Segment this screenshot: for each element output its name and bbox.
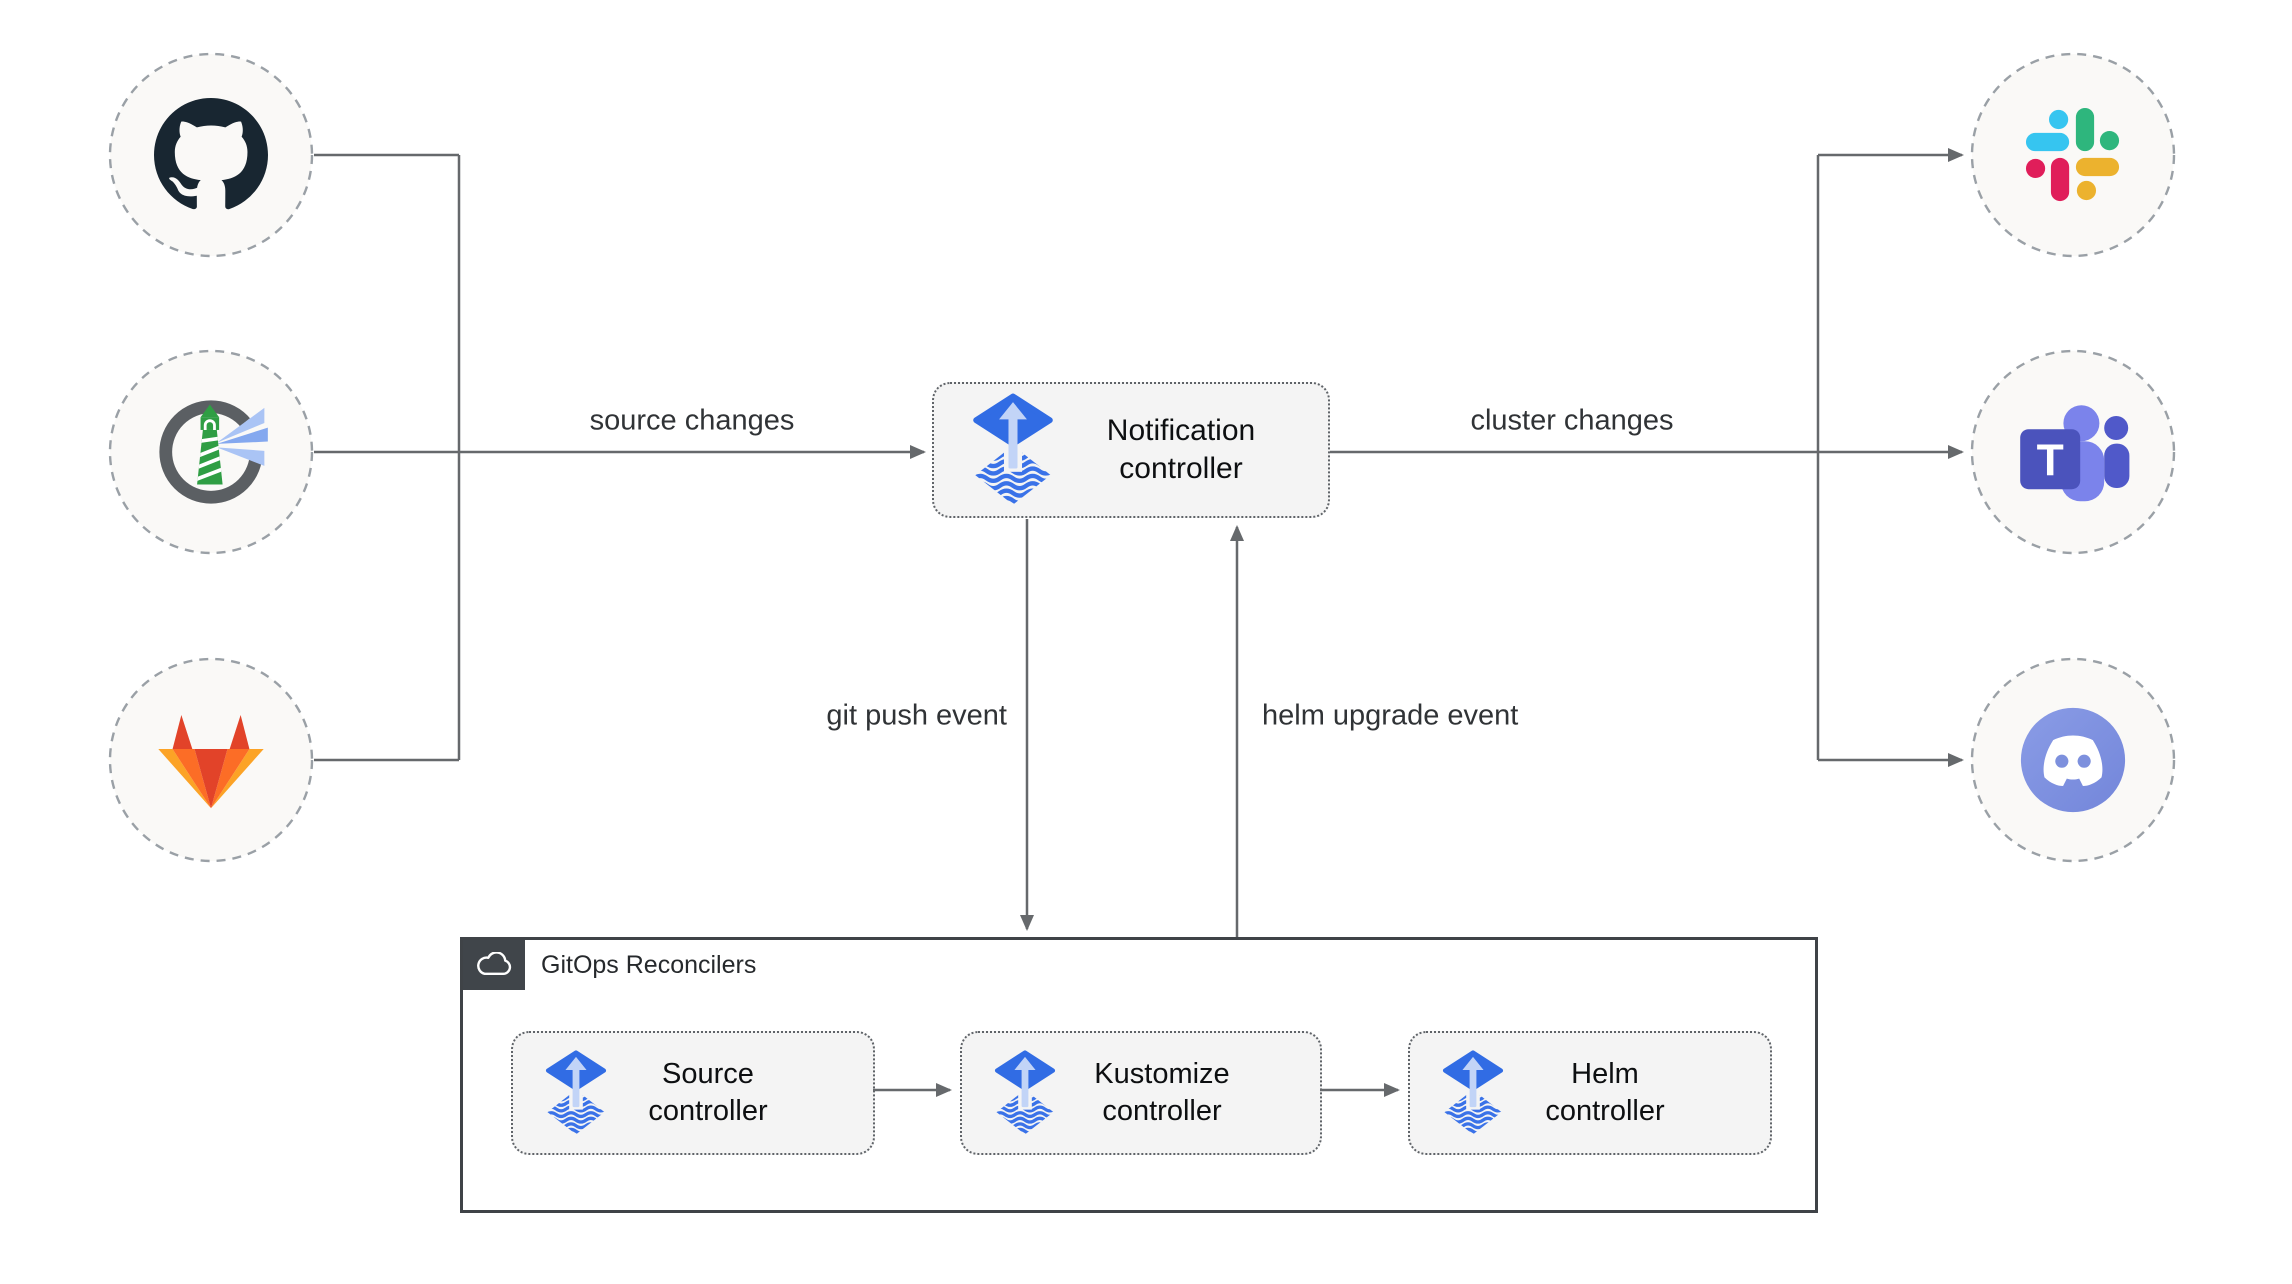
- source-node-github[interactable]: [108, 52, 314, 258]
- flux-icon: [1442, 1050, 1504, 1137]
- node-source-controller[interactable]: Source controller: [511, 1031, 875, 1155]
- discord-icon: [2011, 698, 2135, 822]
- flux-icon: [994, 1050, 1056, 1137]
- gitlab-icon: [156, 710, 266, 811]
- node-helm-controller[interactable]: Helm controller: [1408, 1031, 1772, 1155]
- slack-icon: [2025, 107, 2121, 203]
- teams-letter: T: [2037, 436, 2064, 485]
- flux-icon: [545, 1050, 607, 1137]
- node-label: Helm controller: [1545, 1058, 1665, 1127]
- github-icon: [154, 98, 268, 212]
- edge-label-source-changes: source changes: [589, 404, 795, 437]
- harbor-icon: [153, 394, 269, 510]
- target-node-discord[interactable]: [1970, 657, 2176, 863]
- flux-icon: [972, 393, 1054, 508]
- group-title: GitOps Reconcilers: [541, 950, 757, 979]
- source-node-harbor[interactable]: [108, 349, 314, 555]
- node-label: Notification controller: [1106, 413, 1256, 485]
- group-gitops-reconcilers[interactable]: GitOps Reconcilers Source controller Kus…: [460, 937, 1818, 1213]
- cloud-icon: [477, 951, 512, 975]
- node-notification-controller[interactable]: Notification controller: [932, 382, 1330, 518]
- edge-label-helm-upgrade-event: helm upgrade event: [1262, 699, 1519, 732]
- target-node-teams[interactable]: T: [1970, 349, 2176, 555]
- group-badge: [463, 940, 525, 990]
- target-node-slack[interactable]: [1970, 52, 2176, 258]
- source-bus-stubs: [314, 153, 459, 762]
- node-label: Source controller: [648, 1058, 768, 1127]
- dashed-circle: [108, 52, 314, 258]
- node-kustomize-controller[interactable]: Kustomize controller: [960, 1031, 1322, 1155]
- node-label: Kustomize controller: [1094, 1058, 1230, 1127]
- source-node-gitlab[interactable]: [108, 657, 314, 863]
- edge-label-git-push-event: git push event: [826, 699, 1007, 732]
- dashed-circle: [1970, 52, 2176, 258]
- edge-label-cluster-changes: cluster changes: [1470, 404, 1674, 437]
- teams-icon: T: [2013, 398, 2133, 506]
